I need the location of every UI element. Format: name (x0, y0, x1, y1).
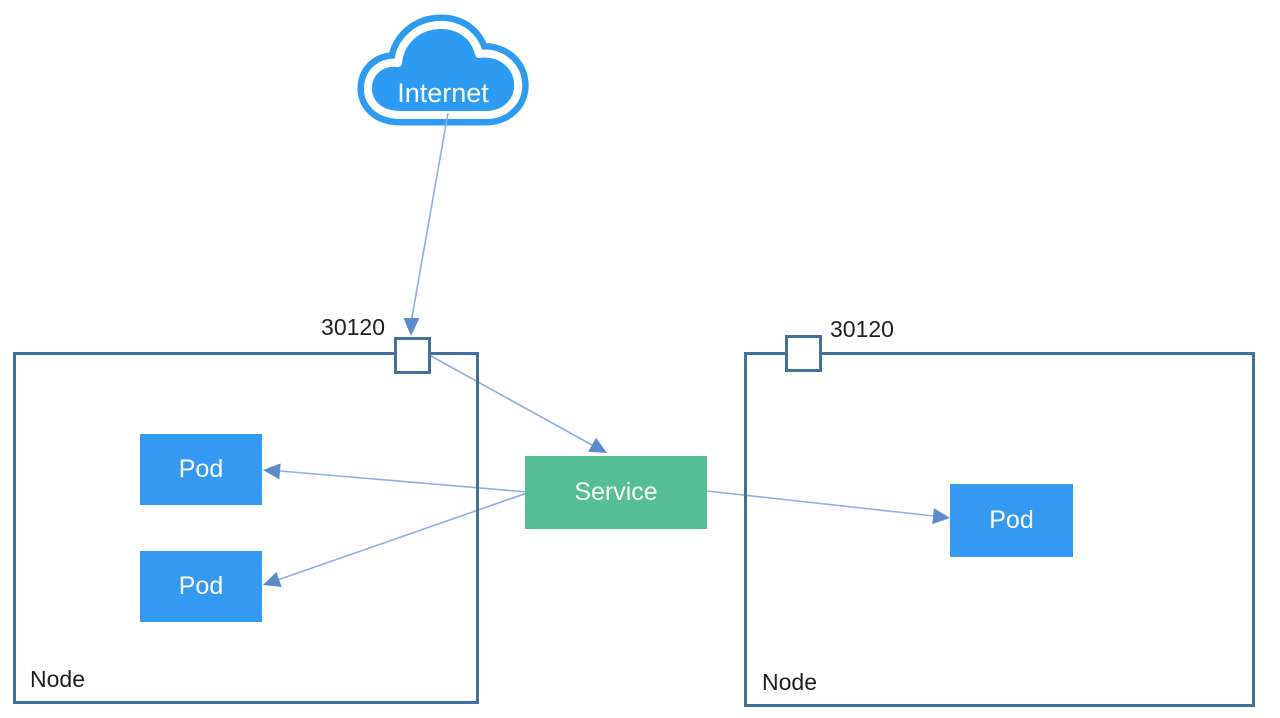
node-box-right (744, 352, 1255, 707)
node-label-right: Node (762, 669, 817, 695)
node-box-left (13, 352, 479, 704)
nodeport-label-right: 30120 (830, 316, 894, 342)
internet-label: Internet (397, 78, 489, 108)
pod-label-1: Pod (178, 455, 224, 483)
service-label: Service (574, 478, 658, 506)
service-box: Service (525, 456, 707, 529)
cloud-body (363, 21, 523, 119)
internet-cloud (357, 14, 529, 126)
nodeport-label-left: 30120 (321, 314, 385, 340)
node-label-left: Node (30, 666, 85, 692)
nodeport-square-right (785, 335, 822, 372)
arrow-internet-to-nodeport (403, 112, 449, 336)
pod-box-1: Pod (140, 434, 262, 505)
pod-label-2: Pod (178, 572, 224, 600)
pod-label-3: Pod (989, 506, 1034, 534)
nodeport-square-left (394, 337, 431, 374)
pod-box-2: Pod (140, 551, 262, 622)
pod-box-3: Pod (950, 484, 1073, 557)
